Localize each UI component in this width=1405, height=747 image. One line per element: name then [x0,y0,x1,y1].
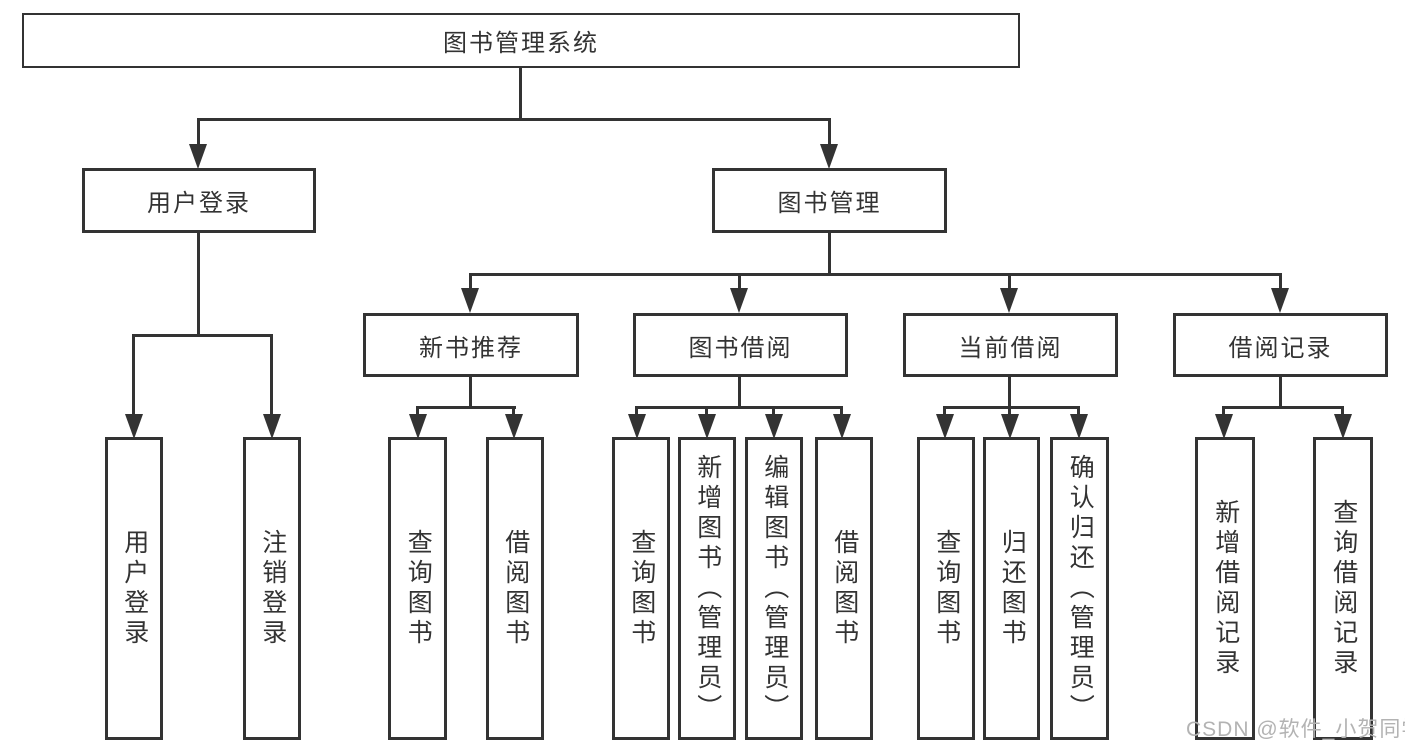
connector-line [469,273,1282,276]
connector-line [1008,406,1011,418]
connector-line [197,233,200,337]
connector-line [738,377,741,408]
node-borrow-records-label: 借阅记录 [1228,334,1333,362]
arrow-down-icon [730,288,748,313]
connector-line [635,406,843,409]
leaf-borrow-books-recommend: 借阅图书 [486,437,544,740]
node-user-login-label: 用户登录 [147,190,251,217]
arrow-down-icon [628,414,646,439]
arrow-down-icon [1070,414,1088,439]
connector-line [197,118,831,121]
arrow-down-icon [1215,414,1233,439]
leaf-borrow-books-borrow-label: 借阅图书 [830,528,859,649]
leaf-logout-label: 注销登录 [258,528,287,649]
connector-line [1341,406,1344,418]
leaf-add-book-admin: 新增图书（管理员） [678,437,736,740]
leaf-edit-book-admin: 编辑图书（管理员） [745,437,803,740]
leaf-return-book: 归还图书 [983,437,1040,740]
arrow-down-icon [263,414,281,439]
arrow-down-icon [1271,288,1289,313]
leaf-borrow-books-recommend-label: 借阅图书 [501,528,530,649]
connector-line [635,406,638,418]
node-new-book-recommend: 新书推荐 [363,313,579,377]
connector-line [1222,406,1225,418]
node-current-borrow-label: 当前借阅 [958,334,1063,362]
arrow-down-icon [189,144,207,169]
node-root-label: 图书管理系统 [443,30,599,57]
connector-line [416,406,516,409]
leaf-add-borrow-record: 新增借阅记录 [1195,437,1255,740]
leaf-query-borrow-record: 查询借阅记录 [1313,437,1373,740]
arrow-down-icon [765,414,783,439]
connector-line [416,406,419,418]
connector-line [469,273,472,291]
node-user-login: 用户登录 [82,168,316,233]
connector-line [1008,377,1011,408]
arrow-down-icon [125,414,143,439]
node-current-borrow: 当前借阅 [903,313,1118,377]
connector-line [943,406,1080,409]
arrow-down-icon [505,414,523,439]
leaf-query-books-recommend-label: 查询图书 [404,528,433,649]
connector-line [1279,273,1282,291]
leaf-query-books-current: 查询图书 [917,437,975,740]
leaf-user-login-label: 用户登录 [120,528,149,649]
connector-line [828,118,831,148]
arrow-down-icon [461,288,479,313]
leaf-query-books-borrow: 查询图书 [612,437,670,740]
connector-line [828,233,831,275]
leaf-edit-book-admin-label: 编辑图书（管理员） [760,453,789,724]
leaf-query-books-recommend: 查询图书 [388,437,447,740]
node-book-management: 图书管理 [712,168,947,233]
arrow-down-icon [698,414,716,439]
arrow-down-icon [409,414,427,439]
connector-line [772,406,775,418]
connector-line [197,118,200,148]
connector-line [1008,273,1011,291]
leaf-query-books-borrow-label: 查询图书 [627,528,656,649]
connector-line [132,334,273,337]
connector-line [519,68,522,118]
arrow-down-icon [833,414,851,439]
connector-line [943,406,946,418]
connector-line [1077,406,1080,418]
node-root: 图书管理系统 [22,13,1020,68]
arrow-down-icon [1000,288,1018,313]
connector-line [1279,377,1282,408]
arrow-down-icon [936,414,954,439]
connector-line [512,406,515,418]
leaf-confirm-return-admin: 确认归还（管理员） [1050,437,1109,740]
node-new-book-recommend-label: 新书推荐 [419,334,523,362]
node-book-borrow: 图书借阅 [633,313,848,377]
connector-line [132,334,135,416]
connector-line [469,377,472,408]
leaf-user-login: 用户登录 [105,437,163,740]
leaf-return-book-label: 归还图书 [998,528,1027,649]
leaf-query-borrow-record-label: 查询借阅记录 [1329,498,1358,679]
connector-line [738,273,741,291]
watermark: CSDN @软件_小贺同学 [1186,718,1405,741]
arrow-down-icon [1001,414,1019,439]
node-book-management-label: 图书管理 [777,190,882,217]
leaf-borrow-books-borrow: 借阅图书 [815,437,873,740]
leaf-logout: 注销登录 [243,437,301,740]
connector-line [705,406,708,418]
arrow-down-icon [820,144,838,169]
connector-line [840,406,843,418]
connector-line [1222,406,1344,409]
leaf-add-borrow-record-label: 新增借阅记录 [1211,498,1240,679]
leaf-confirm-return-admin-label: 确认归还（管理员） [1066,453,1095,724]
leaf-query-books-current-label: 查询图书 [932,528,961,649]
node-borrow-records: 借阅记录 [1173,313,1388,377]
node-book-borrow-label: 图书借阅 [688,334,793,362]
leaf-add-book-admin-label: 新增图书（管理员） [693,453,722,724]
connector-line [270,334,273,416]
arrow-down-icon [1334,414,1352,439]
